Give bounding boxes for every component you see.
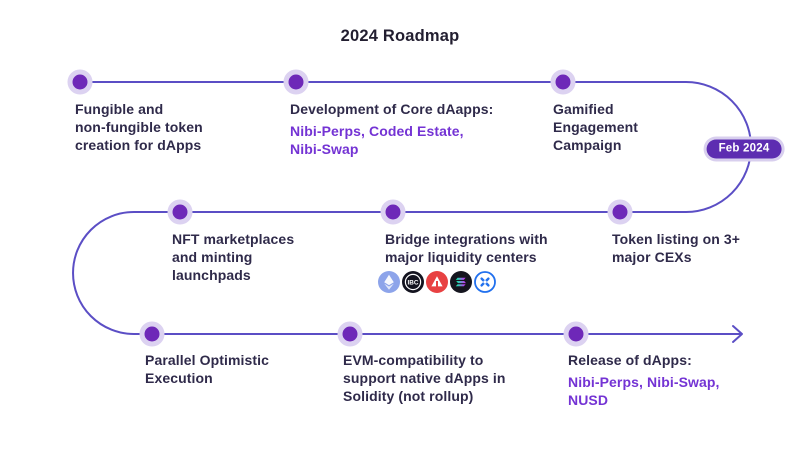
milestone-dot [550, 69, 576, 95]
milestone-title: Parallel Optimistic Execution [145, 352, 270, 386]
arrow-head-icon [732, 325, 743, 343]
milestone-title: Token listing on 3+ major CEXs [612, 231, 741, 265]
milestone-dot [167, 199, 193, 225]
milestone-dot [380, 199, 406, 225]
milestone-dot [67, 69, 93, 95]
milestone-dot [283, 69, 309, 95]
date-badge-label: Feb 2024 [706, 139, 782, 159]
solana-icon [450, 271, 472, 293]
milestone-dot [563, 321, 589, 347]
avalanche-icon [426, 271, 448, 293]
page-title: 2024 Roadmap [340, 27, 460, 45]
milestone-title: Release of dApps: [568, 352, 692, 368]
milestone-dot [337, 321, 363, 347]
bridge-partner-icons: IBC [378, 271, 496, 293]
milestone-subtitle: Nibi-Perps, Nibi-Swap, NUSD [568, 374, 720, 408]
milestone-bridge-integrations: Bridge integrations with major liquidity… [385, 230, 548, 266]
milestone-token-creation: Fungible and non-fungible token creation… [75, 100, 203, 154]
date-badge: Feb 2024 [703, 136, 785, 162]
timeline-serpentine-line [72, 81, 752, 335]
milestone-release-dapps: Release of dApps: Nibi-Perps, Nibi-Swap,… [568, 351, 720, 409]
milestone-dot [139, 321, 165, 347]
milestone-subtitle: Nibi-Perps, Coded Estate, Nibi-Swap [290, 123, 464, 157]
ibc-icon-label: IBC [407, 279, 418, 286]
milestone-dot [607, 199, 633, 225]
ibc-icon: IBC [402, 271, 424, 293]
axelar-icon [474, 271, 496, 293]
milestone-parallel-execution: Parallel Optimistic Execution [145, 351, 269, 387]
milestone-title: Bridge integrations with major liquidity… [385, 231, 548, 265]
milestone-title: Gamified Engagement Campaign [553, 101, 639, 153]
milestone-title: EVM-compatibility to support native dApp… [343, 352, 506, 404]
milestone-evm-compatibility: EVM-compatibility to support native dApp… [343, 351, 506, 405]
milestone-core-dapps: Development of Core dAapps: Nibi-Perps, … [290, 100, 493, 158]
milestone-gamified-campaign: Gamified Engagement Campaign [553, 100, 638, 154]
milestone-nft-marketplaces: NFT marketplaces and minting launchpads [172, 230, 294, 284]
milestone-title: Fungible and non-fungible token creation… [75, 101, 203, 153]
milestone-token-listing: Token listing on 3+ major CEXs [612, 230, 740, 266]
milestone-title: NFT marketplaces and minting launchpads [172, 231, 295, 283]
ethereum-icon [378, 271, 400, 293]
milestone-title: Development of Core dAapps: [290, 101, 494, 117]
